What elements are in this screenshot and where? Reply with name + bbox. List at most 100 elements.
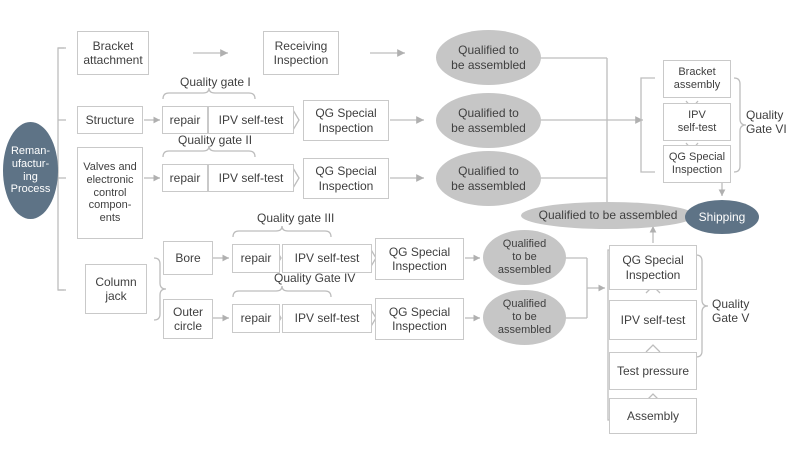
bracket-attachment-line1: Bracket xyxy=(92,38,134,53)
ipv-self-test-label-outer: IPV self-test xyxy=(294,311,360,326)
merged-result-ellipse[interactable]: Qualified to be assembled xyxy=(521,202,695,229)
qg-special-outer-line1: QG Special xyxy=(388,304,451,319)
gate5-title-line1: Quality xyxy=(712,297,750,311)
qg-special-bore-line2: Inspection xyxy=(392,259,447,273)
start-label-line3: ing xyxy=(23,170,38,183)
result-outer-line2: to be xyxy=(512,311,537,324)
result-ellipse-bore[interactable]: Qualified to be assembled xyxy=(483,230,566,285)
box-qg-special-inspection-structure[interactable]: QG Special Inspection xyxy=(303,100,389,141)
gate6-ipv-line2: self-test xyxy=(677,122,717,134)
result-structure-line2: be assembled xyxy=(451,120,526,135)
result-valves-line1: Qualified to xyxy=(458,164,519,179)
column-jack-line1: Column xyxy=(95,274,137,289)
box-bore[interactable]: Bore xyxy=(163,241,213,275)
gate5-qg-line2: Inspection xyxy=(625,267,681,282)
gate-label-quality-gate-2: Quality gate II xyxy=(178,133,252,147)
result-outer-line1: Qualified xyxy=(502,298,547,311)
result-bore-line3: assembled xyxy=(497,263,552,276)
box-bracket-attachment[interactable]: Bracket attachment xyxy=(77,31,149,75)
gate-label-quality-gate-5: Quality Gate V xyxy=(712,297,749,326)
box-column-jack[interactable]: Column jack xyxy=(85,264,147,314)
box-repair-bore[interactable]: repair xyxy=(232,244,280,273)
valves-line4: compon- xyxy=(88,199,132,212)
gate5-pressure-label: Test pressure xyxy=(616,363,690,378)
gate6-bracket-line1: Bracket xyxy=(678,66,716,79)
gate-2-text: Quality gate II xyxy=(178,133,253,147)
gate6-title-line1: Quality xyxy=(746,108,784,122)
box-gate6-bracket-assembly[interactable]: Bracket assembly xyxy=(663,60,731,98)
gate6-ipv-line1: IPV xyxy=(688,109,706,122)
gate-1-text: Quality gate I xyxy=(180,75,251,89)
receiving-inspection-line2: Inspection xyxy=(273,53,329,67)
box-qg-special-inspection-bore[interactable]: QG Special Inspection xyxy=(375,238,464,280)
repair-label-outer: repair xyxy=(240,311,272,326)
valves-line5: ents xyxy=(99,212,121,225)
box-ipv-self-test-valves[interactable]: IPV self-test xyxy=(208,164,294,192)
box-repair-structure[interactable]: repair xyxy=(162,106,208,134)
box-gate5-assembly[interactable]: Assembly xyxy=(609,398,697,434)
box-structure[interactable]: Structure xyxy=(77,106,143,134)
gate-4-text: Quality Gate IV xyxy=(274,271,356,285)
start-label-line1: Reman- xyxy=(10,144,51,157)
outer-circle-line2: circle xyxy=(173,319,202,333)
valves-line2: electronic xyxy=(86,173,134,186)
outer-circle-line1: Outer xyxy=(172,304,203,319)
gate-3-text: Quality gate III xyxy=(257,211,335,225)
gate-label-quality-gate-6: Quality Gate VI xyxy=(746,108,787,137)
valves-line3: control xyxy=(93,186,127,199)
gate-label-quality-gate-3: Quality gate III xyxy=(257,211,334,225)
gate6-qg-line1: QG Special xyxy=(668,151,726,164)
box-gate6-ipv-self-test[interactable]: IPV self-test xyxy=(663,103,731,141)
gate5-assembly-label: Assembly xyxy=(626,408,679,423)
box-repair-outer-circle[interactable]: repair xyxy=(232,304,280,333)
start-label-line4: Process xyxy=(10,183,51,196)
box-valves-electronic-control-components[interactable]: Valves and electronic control compon- en… xyxy=(77,147,143,239)
merged-result-label: Qualified to be assembled xyxy=(538,208,678,223)
qg-special-valves-line2: Inspection xyxy=(318,178,374,193)
qg-special-line1: QG Special xyxy=(315,106,377,121)
box-ipv-self-test-bore[interactable]: IPV self-test xyxy=(282,244,372,273)
repair-label-valves: repair xyxy=(169,170,201,185)
qg-special-valves-line1: QG Special xyxy=(315,164,377,179)
structure-label: Structure xyxy=(85,112,135,127)
box-gate5-test-pressure[interactable]: Test pressure xyxy=(609,352,697,390)
start-node-remanufacturing-process[interactable]: Reman- ufactur- ing Process xyxy=(3,122,58,219)
gate6-bracket-line2: assembly xyxy=(673,79,721,91)
result-bore-line1: Qualified xyxy=(502,238,547,251)
bore-label: Bore xyxy=(175,250,201,265)
qg-special-outer-line2: Inspection xyxy=(392,319,447,333)
valves-line1: Valves and xyxy=(83,160,137,173)
result-ellipse-valves[interactable]: Qualified to be assembled xyxy=(436,151,541,206)
gate6-qg-line2: Inspection xyxy=(671,164,723,176)
result-line2: be assembled xyxy=(451,57,526,72)
result-bore-line2: to be xyxy=(512,251,537,264)
gate5-qg-line1: QG Special xyxy=(622,253,684,268)
ipv-self-test-label-valves: IPV self-test xyxy=(218,170,284,185)
box-qg-special-inspection-outer-circle[interactable]: QG Special Inspection xyxy=(375,298,464,340)
gate6-title-line2: Gate VI xyxy=(746,122,787,137)
box-gate6-qg-special-inspection[interactable]: QG Special Inspection xyxy=(663,145,731,183)
result-outer-line3: assembled xyxy=(497,323,552,336)
start-label-line2: ufactur- xyxy=(11,157,50,170)
box-repair-valves[interactable]: repair xyxy=(162,164,208,192)
result-ellipse-bracket[interactable]: Qualified to be assembled xyxy=(436,30,541,85)
gate5-ipv-label: IPV self-test xyxy=(620,312,686,327)
box-qg-special-inspection-valves[interactable]: QG Special Inspection xyxy=(303,158,389,199)
box-outer-circle[interactable]: Outer circle xyxy=(163,299,213,339)
result-line1: Qualified to xyxy=(458,43,519,58)
qg-special-bore-line1: QG Special xyxy=(388,244,451,259)
end-node-shipping[interactable]: Shipping xyxy=(685,200,759,234)
column-jack-line2: jack xyxy=(105,289,127,303)
box-gate5-qg-special-inspection[interactable]: QG Special Inspection xyxy=(609,245,697,290)
receiving-inspection-line1: Receiving xyxy=(274,38,328,53)
gate5-title-line2: Gate V xyxy=(712,311,750,326)
box-gate5-ipv-self-test[interactable]: IPV self-test xyxy=(609,300,697,340)
box-ipv-self-test-structure[interactable]: IPV self-test xyxy=(208,106,294,134)
result-ellipse-structure[interactable]: Qualified to be assembled xyxy=(436,93,541,148)
bracket-attachment-line2: attachment xyxy=(83,53,143,67)
box-receiving-inspection[interactable]: Receiving Inspection xyxy=(263,31,339,75)
box-ipv-self-test-outer-circle[interactable]: IPV self-test xyxy=(282,304,372,333)
repair-label-bore: repair xyxy=(240,251,272,266)
result-ellipse-outer-circle[interactable]: Qualified to be assembled xyxy=(483,290,566,345)
